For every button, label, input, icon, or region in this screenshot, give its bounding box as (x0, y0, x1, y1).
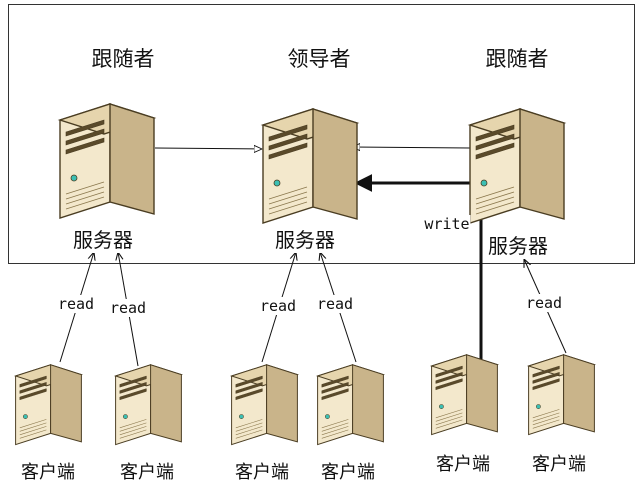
server-right-label: 服务器 (486, 230, 550, 259)
read-label-3: read (258, 297, 298, 315)
client-1-label: 客户端 (21, 462, 75, 483)
server-leader-icon (260, 108, 360, 224)
cluster-boundary (8, 4, 635, 264)
client-4-label: 客户端 (321, 462, 375, 483)
client-2-icon (113, 364, 184, 446)
client-3-label: 客户端 (235, 462, 289, 483)
read-label-1: read (56, 295, 96, 313)
follower-right-title: 跟随者 (485, 47, 549, 71)
sync-edge-right (352, 147, 471, 148)
server-right-icon (467, 108, 567, 224)
server-left-label: 服务器 (71, 224, 135, 253)
client-1-icon (13, 364, 84, 446)
client-6-icon (526, 354, 597, 436)
client-3-icon (229, 364, 300, 446)
server-left-icon (57, 103, 157, 219)
follower-left-title: 跟随者 (91, 47, 155, 71)
leader-title: 领导者 (287, 47, 351, 71)
client-4-icon (315, 364, 386, 446)
server-leader-label: 服务器 (273, 224, 337, 253)
write-label: write (423, 215, 471, 233)
read-label-2: read (108, 299, 148, 317)
read-label-6: read (524, 294, 564, 312)
sync-edge-left (154, 148, 262, 149)
client-2-label: 客户端 (120, 462, 174, 483)
client-5-label: 客户端 (436, 454, 490, 475)
client-5-icon (429, 354, 500, 436)
read-label-4: read (315, 295, 355, 313)
client-6-label: 客户端 (532, 454, 586, 475)
